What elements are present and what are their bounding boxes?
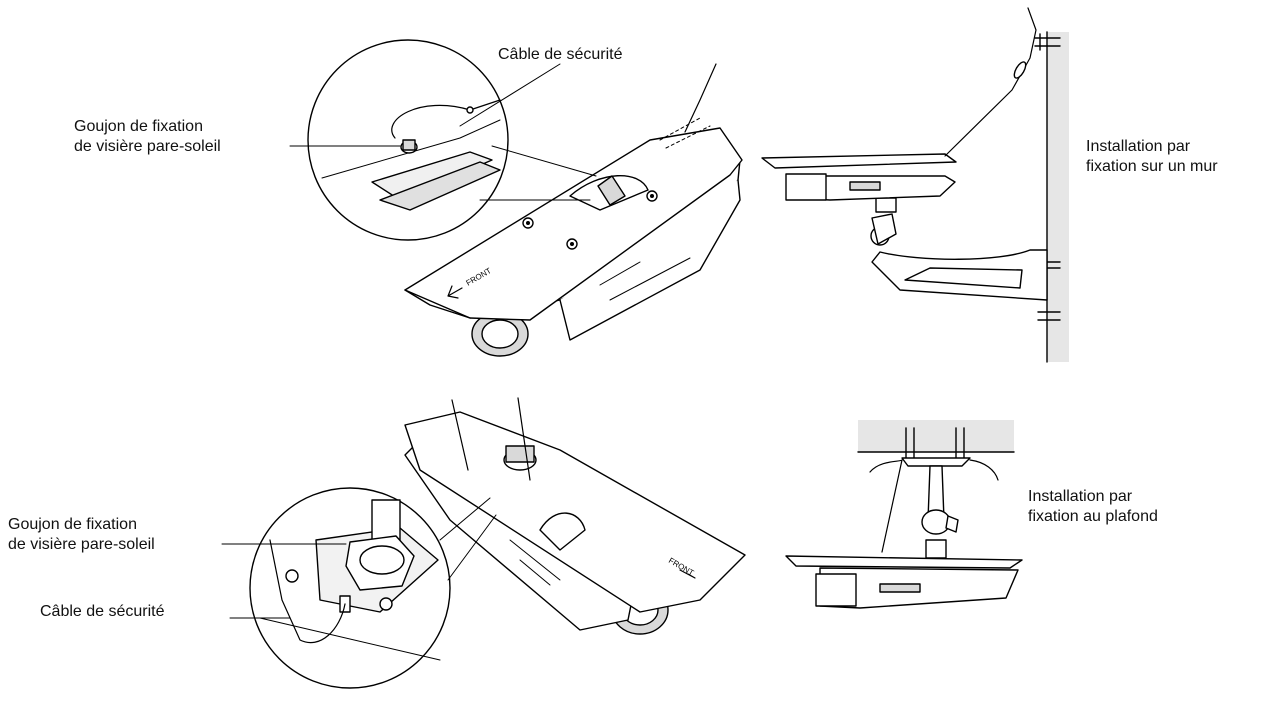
label-safety-cable-top: Câble de sécurité [498,46,623,63]
camera-bottom-left: FRONT [249,397,746,689]
sunshield-top-right [761,153,957,169]
wall [1047,32,1069,362]
leader-cable-top [459,63,561,127]
label-ceiling-install-line2: fixation au plafond [1028,508,1158,525]
label-wall-install-line1: Installation par [1086,138,1191,155]
label-ceiling-install: Installation par fixation au plafond [1028,487,1158,527]
label-safety-cable-bottom: Câble de sécurité [40,603,165,620]
ceiling [858,420,1014,452]
label-wall-install-line2: fixation sur un mur [1086,158,1218,175]
sunshield-bottom-left [404,411,746,613]
label-wall-install: Installation par fixation sur un mur [1086,137,1218,177]
safety-cable-wall [944,7,1037,157]
sunshield-bottom-right [785,555,1023,569]
label-sunshield-stud-bottom-line2: de visière pare-soleil [8,536,155,553]
label-sunshield-stud-top-line1: Goujon de fixation [74,118,203,135]
sunshield-top-left [404,127,743,321]
camera-top-left: FRONT [307,39,743,357]
wall-mount-installation [761,7,1069,363]
ceiling-mount-installation [785,420,1023,609]
label-ceiling-install-line1: Installation par [1028,488,1133,505]
front-arrow-top [447,285,463,299]
label-sunshield-stud-top: Goujon de fixation de visière pare-solei… [74,117,221,157]
safety-cable-top [684,63,717,133]
label-sunshield-stud-bottom-line1: Goujon de fixation [8,516,137,533]
safety-cable-bottom [269,539,346,644]
label-sunshield-stud-bottom: Goujon de fixation de visière pare-solei… [8,515,155,555]
label-sunshield-stud-top-line2: de visière pare-soleil [74,138,221,155]
